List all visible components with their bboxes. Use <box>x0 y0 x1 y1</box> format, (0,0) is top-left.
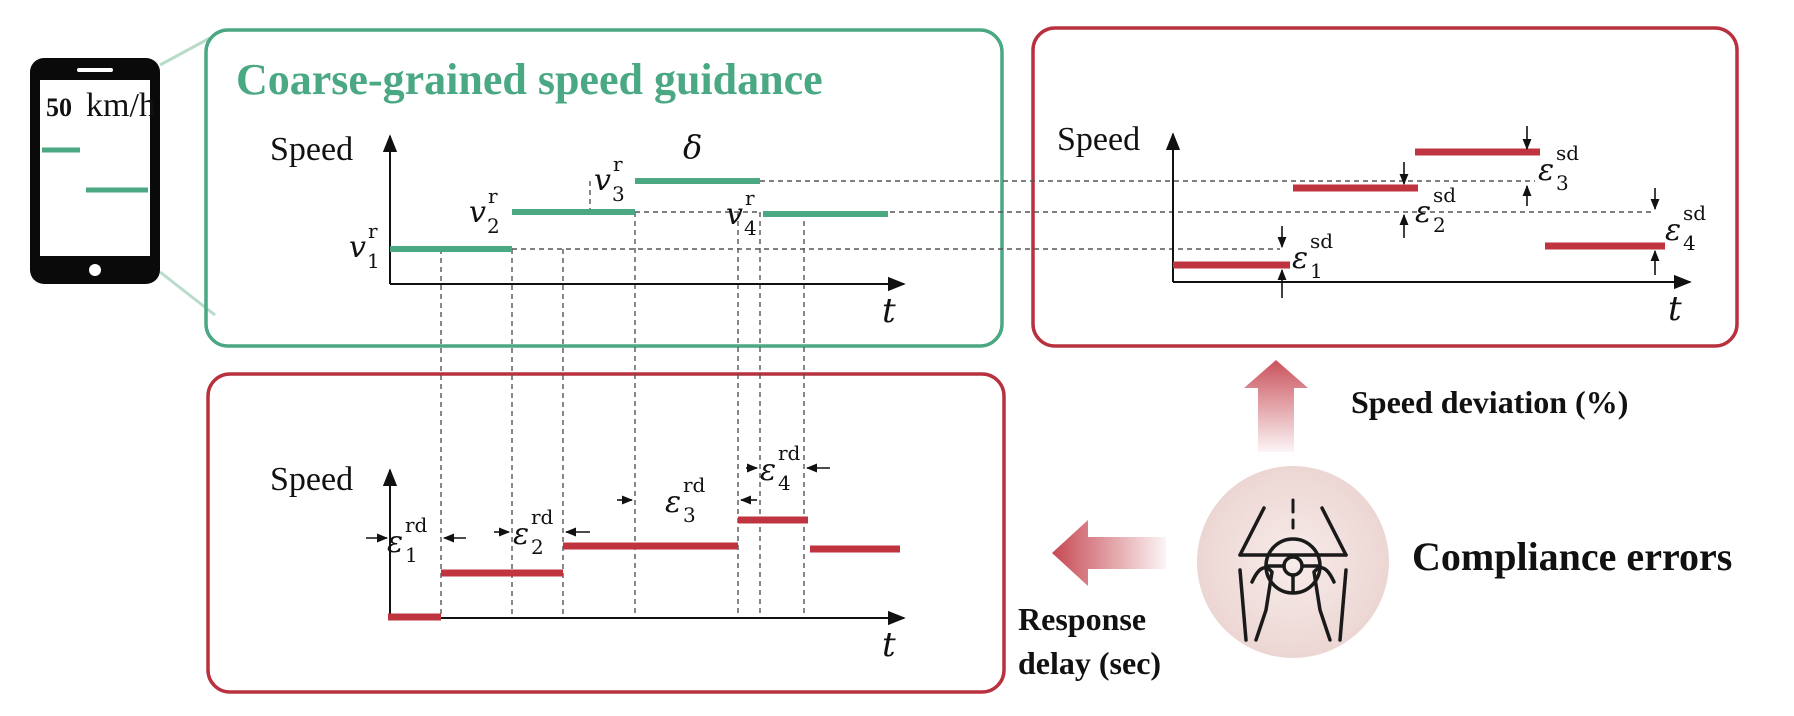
phone-speed-value: 50 <box>46 93 72 122</box>
speed-deviation-label: Speed deviation (%) <box>1351 384 1628 420</box>
svg-text:ε: ε <box>760 453 776 488</box>
svg-text:r: r <box>368 219 378 243</box>
deviation-y-label: Speed <box>1057 121 1140 158</box>
svg-text:2: 2 <box>1433 213 1446 237</box>
compliance-errors-label: Compliance errors <box>1412 534 1732 579</box>
svg-text:4: 4 <box>1683 231 1696 255</box>
svg-text:v: v <box>469 195 486 230</box>
guidance-x-label: t <box>882 291 896 331</box>
deviation-label-4: ε sd 4 <box>1665 201 1706 255</box>
response-delay-label-line1: Response <box>1018 601 1146 637</box>
guidance-panel <box>204 28 1004 348</box>
deviation-label-3: ε sd 3 <box>1538 141 1579 195</box>
guidance-y-label: Speed <box>270 131 353 168</box>
delay-label-4: ε rd 4 <box>760 441 801 495</box>
deviation-x-label: t <box>1668 289 1682 329</box>
svg-text:rd: rd <box>531 505 554 529</box>
svg-text:rd: rd <box>683 473 706 497</box>
level-label-v2: v r 2 <box>469 184 500 238</box>
phone-speed-unit: km/h <box>86 87 156 124</box>
svg-text:v: v <box>594 163 611 198</box>
svg-text:1: 1 <box>405 543 418 567</box>
delay-label-2: ε rd 2 <box>513 505 554 559</box>
svg-text:4: 4 <box>778 471 791 495</box>
svg-text:ε: ε <box>513 517 529 552</box>
response-delay-panel <box>206 372 1006 694</box>
svg-text:v: v <box>726 197 743 232</box>
svg-text:ε: ε <box>665 485 681 520</box>
svg-text:3: 3 <box>683 503 696 527</box>
delay-label-1: ε rd 1 <box>387 513 428 567</box>
svg-text:sd: sd <box>1556 141 1579 165</box>
deviation-arrows <box>1277 126 1660 298</box>
svg-text:v: v <box>349 230 366 265</box>
level-label-v3: v r 3 <box>594 152 625 206</box>
svg-text:ε: ε <box>1415 195 1431 230</box>
svg-text:3: 3 <box>612 182 625 206</box>
svg-text:2: 2 <box>531 535 544 559</box>
svg-text:sd: sd <box>1683 201 1706 225</box>
delta-label: δ <box>683 128 702 166</box>
speed-deviation-panel <box>1031 26 1739 348</box>
svg-text:r: r <box>745 186 755 210</box>
delay-y-label: Speed <box>270 461 353 498</box>
smartphone-icon <box>30 36 216 317</box>
svg-text:sd: sd <box>1310 229 1333 253</box>
svg-text:rd: rd <box>405 513 428 537</box>
level-label-v4: v r 4 <box>726 186 757 240</box>
svg-text:r: r <box>488 184 498 208</box>
delay-label-3: ε rd 3 <box>665 473 706 527</box>
delay-arrows <box>366 463 830 543</box>
svg-text:ε: ε <box>1665 213 1681 248</box>
svg-text:rd: rd <box>778 441 801 465</box>
dashed-guide-lines <box>440 180 1655 618</box>
compliance-circle <box>1197 466 1389 658</box>
delay-x-label: t <box>882 625 896 665</box>
svg-text:ε: ε <box>1538 153 1554 188</box>
up-arrow-icon <box>1244 360 1308 452</box>
deviation-label-1: ε sd 1 <box>1292 229 1333 283</box>
delay-steps <box>388 516 900 621</box>
svg-text:2: 2 <box>487 214 500 238</box>
svg-text:sd: sd <box>1433 183 1456 207</box>
guidance-steps <box>390 178 888 252</box>
deviation-label-2: ε sd 2 <box>1415 183 1456 237</box>
svg-text:ε: ε <box>387 525 403 560</box>
svg-text:4: 4 <box>744 216 757 240</box>
svg-text:1: 1 <box>1310 259 1323 283</box>
svg-text:ε: ε <box>1292 241 1308 276</box>
deviation-steps <box>1173 148 1665 269</box>
level-label-v1: v r 1 <box>349 219 380 273</box>
steering-wheel-icon <box>1238 498 1348 642</box>
svg-text:3: 3 <box>1556 171 1569 195</box>
svg-text:r: r <box>613 152 623 176</box>
response-delay-label-line2: delay (sec) <box>1018 645 1161 681</box>
guidance-panel-title: Coarse-grained speed guidance <box>236 55 823 104</box>
left-arrow-icon <box>1052 520 1166 586</box>
svg-text:1: 1 <box>367 249 380 273</box>
